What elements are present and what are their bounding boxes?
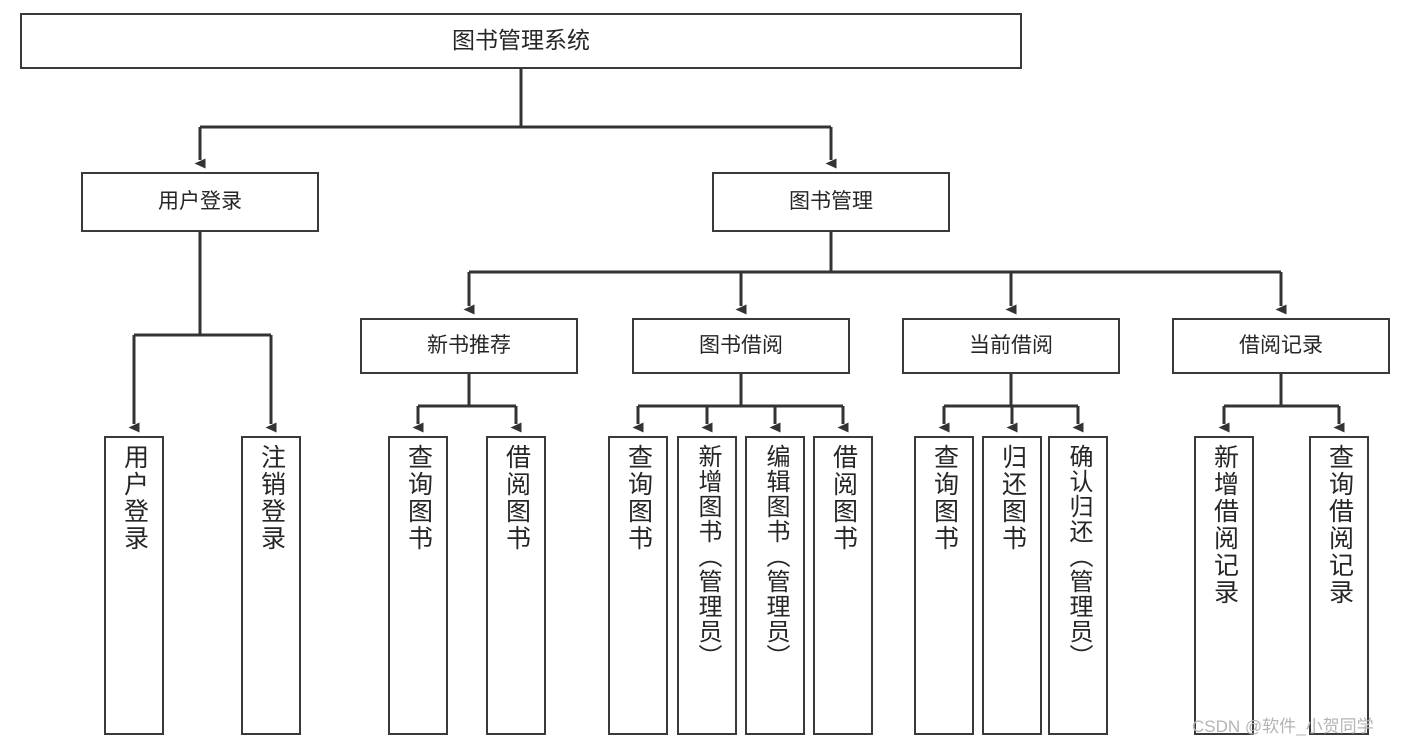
node-leaf-borrow-book-2-label: 借阅图书 bbox=[829, 444, 858, 552]
node-leaf-borrow-book-2[interactable]: 借阅图书 bbox=[813, 436, 873, 735]
node-leaf-borrow-book-1-label: 借阅图书 bbox=[502, 444, 531, 552]
node-leaf-user-login-label: 用户登录 bbox=[120, 444, 149, 552]
node-leaf-query-book-2[interactable]: 查询图书 bbox=[608, 436, 668, 735]
node-new-book-recommend-label: 新书推荐 bbox=[427, 334, 511, 358]
node-leaf-return-book[interactable]: 归还图书 bbox=[982, 436, 1042, 735]
node-book-manage[interactable]: 图书管理 bbox=[712, 172, 950, 232]
node-leaf-query-book-3[interactable]: 查询图书 bbox=[914, 436, 974, 735]
node-leaf-add-book[interactable]: 新增图书（管理员） bbox=[677, 436, 737, 735]
node-leaf-logout-login-label: 注销登录 bbox=[257, 444, 286, 552]
node-user-login-label: 用户登录 bbox=[158, 190, 242, 214]
node-leaf-query-book-1[interactable]: 查询图书 bbox=[388, 436, 448, 735]
node-leaf-query-record-label: 查询借阅记录 bbox=[1325, 444, 1354, 606]
node-leaf-add-book-label: 新增图书（管理员） bbox=[694, 444, 721, 669]
node-leaf-confirm-return-label: 确认归还（管理员） bbox=[1065, 444, 1092, 669]
node-book-manage-label: 图书管理 bbox=[789, 190, 873, 214]
node-leaf-query-book-2-label: 查询图书 bbox=[624, 444, 653, 552]
node-book-borrow-label: 图书借阅 bbox=[699, 334, 783, 358]
node-leaf-query-book-1-label: 查询图书 bbox=[404, 444, 433, 552]
node-leaf-query-book-3-label: 查询图书 bbox=[930, 444, 959, 552]
node-book-borrow[interactable]: 图书借阅 bbox=[632, 318, 850, 374]
node-leaf-borrow-book-1[interactable]: 借阅图书 bbox=[486, 436, 546, 735]
node-root-label: 图书管理系统 bbox=[452, 27, 590, 54]
node-current-borrow-label: 当前借阅 bbox=[969, 334, 1053, 358]
node-leaf-add-record-label: 新增借阅记录 bbox=[1210, 444, 1239, 606]
node-leaf-add-record[interactable]: 新增借阅记录 bbox=[1194, 436, 1254, 735]
connector-lines bbox=[128, 69, 1345, 433]
node-user-login[interactable]: 用户登录 bbox=[81, 172, 319, 232]
node-borrow-record[interactable]: 借阅记录 bbox=[1172, 318, 1390, 374]
node-leaf-confirm-return[interactable]: 确认归还（管理员） bbox=[1048, 436, 1108, 735]
node-leaf-edit-book-label: 编辑图书（管理员） bbox=[762, 444, 789, 669]
node-leaf-logout-login[interactable]: 注销登录 bbox=[241, 436, 301, 735]
node-current-borrow[interactable]: 当前借阅 bbox=[902, 318, 1120, 374]
node-leaf-return-book-label: 归还图书 bbox=[998, 444, 1027, 552]
node-leaf-edit-book[interactable]: 编辑图书（管理员） bbox=[745, 436, 805, 735]
node-leaf-user-login[interactable]: 用户登录 bbox=[104, 436, 164, 735]
node-borrow-record-label: 借阅记录 bbox=[1239, 334, 1323, 358]
node-leaf-query-record[interactable]: 查询借阅记录 bbox=[1309, 436, 1369, 735]
node-root[interactable]: 图书管理系统 bbox=[20, 13, 1022, 69]
csdn-watermark: CSDN @软件_小贺同学 bbox=[1192, 717, 1374, 736]
node-new-book-recommend[interactable]: 新书推荐 bbox=[360, 318, 578, 374]
